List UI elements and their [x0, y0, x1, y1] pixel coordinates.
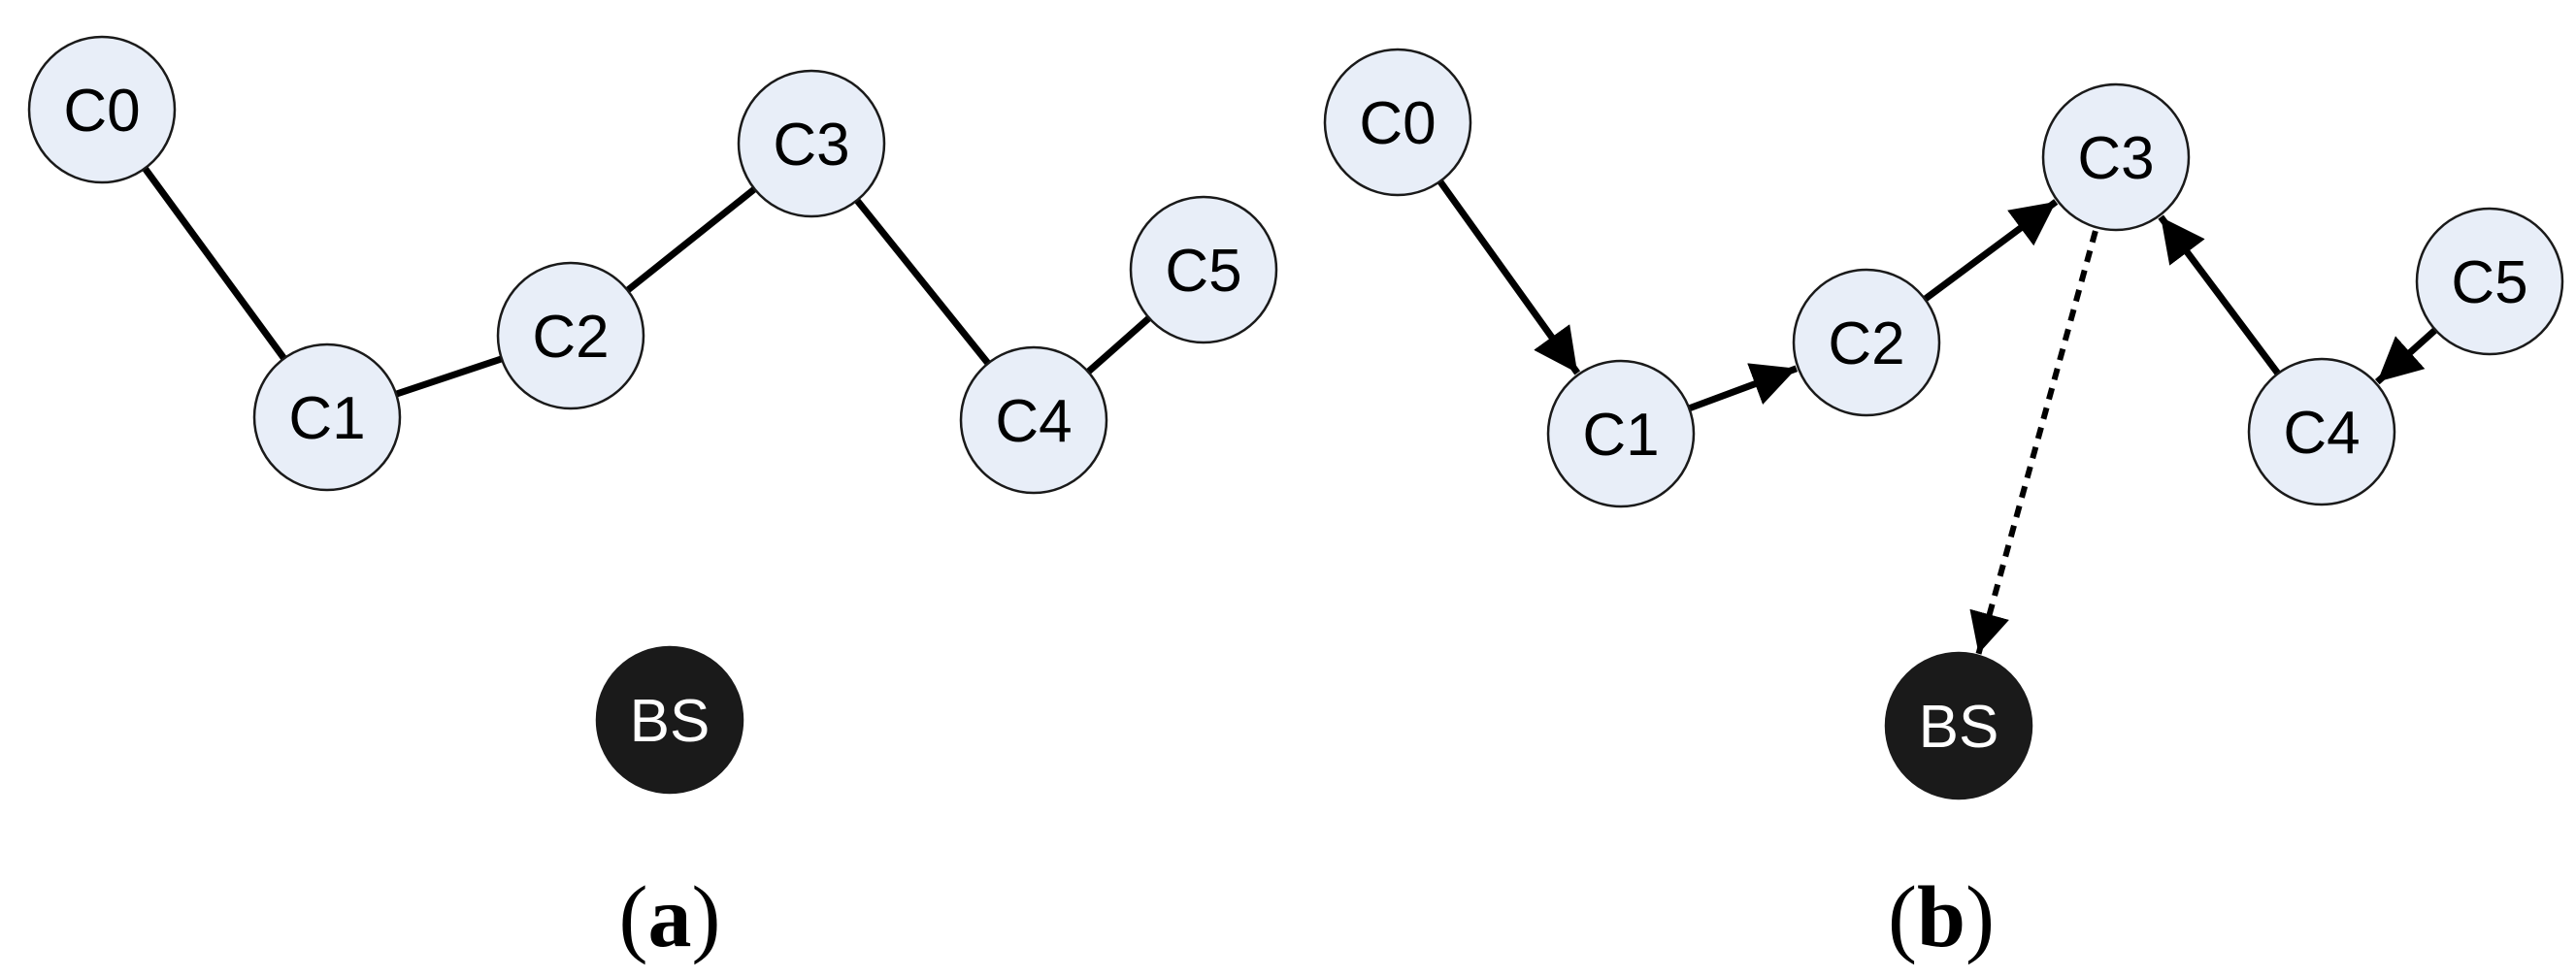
node-label: C3: [2077, 125, 2154, 192]
edge-b-c1-c2: [1688, 363, 1799, 412]
node-label: C1: [288, 385, 365, 452]
node-label: C4: [995, 388, 1072, 455]
base-station-circle: [595, 645, 744, 795]
panel-a-edges: [142, 166, 1152, 398]
edge-b-c0-c1: [1437, 179, 1581, 375]
node-label: C1: [1582, 402, 1659, 469]
node-label: BS: [1919, 694, 1999, 761]
node-circle: [496, 261, 645, 410]
node-label: C3: [773, 112, 849, 179]
panel-a-caption: (a): [619, 869, 721, 965]
node-circle: [2415, 207, 2564, 356]
node-b-c4: C4: [2247, 357, 2396, 506]
node-b-c1: C1: [1546, 359, 1696, 508]
node-circle: [2247, 357, 2396, 506]
node-a-c0: C0: [27, 35, 177, 184]
edge-a-c4-c5: [1085, 315, 1152, 375]
node-label: C0: [63, 78, 140, 145]
node-label: C0: [1359, 90, 1436, 157]
node-a-c3: C3: [737, 69, 886, 218]
edge-b-c3-bs: [1969, 230, 2098, 655]
node-label: C2: [532, 304, 609, 371]
node-label: C2: [1828, 310, 1904, 377]
node-circle: [2041, 82, 2191, 232]
node-circle: [1546, 359, 1696, 508]
panel-b-edges: [1437, 179, 2438, 655]
edge-b-c2-c3: [1923, 199, 2059, 303]
base-station-circle: [1884, 651, 2033, 800]
node-a-c2: C2: [496, 261, 645, 410]
panel-b-caption: (b): [1888, 869, 1995, 965]
edge-a-c1-c2: [394, 355, 504, 398]
node-label: BS: [630, 688, 710, 755]
node-b-c2: C2: [1792, 268, 1941, 417]
node-a-c1: C1: [252, 342, 402, 492]
node-circle: [1323, 48, 1472, 197]
node-circle: [1129, 195, 1278, 344]
node-circle: [1792, 268, 1941, 417]
node-label: C4: [2283, 400, 2360, 467]
edge-a-c3-c4: [854, 198, 991, 366]
node-b-c5: C5: [2415, 207, 2564, 356]
node-b-c0: C0: [1323, 48, 1472, 197]
node-circle: [27, 35, 177, 184]
node-circle: [252, 342, 402, 492]
edge-a-c0-c1: [142, 166, 287, 361]
node-b-bs: BS: [1884, 651, 2033, 800]
edge-b-c4-c3: [2158, 214, 2281, 376]
node-a-c4: C4: [959, 345, 1108, 495]
node-label: C5: [2451, 249, 2527, 316]
node-circle: [737, 69, 886, 218]
edge-a-c2-c3: [625, 186, 757, 293]
node-circle: [959, 345, 1108, 495]
node-a-c5: C5: [1129, 195, 1278, 344]
node-b-c3: C3: [2041, 82, 2191, 232]
edge-b-c5-c4: [2374, 327, 2438, 385]
node-label: C5: [1165, 238, 1241, 305]
node-a-bs: BS: [595, 645, 744, 795]
